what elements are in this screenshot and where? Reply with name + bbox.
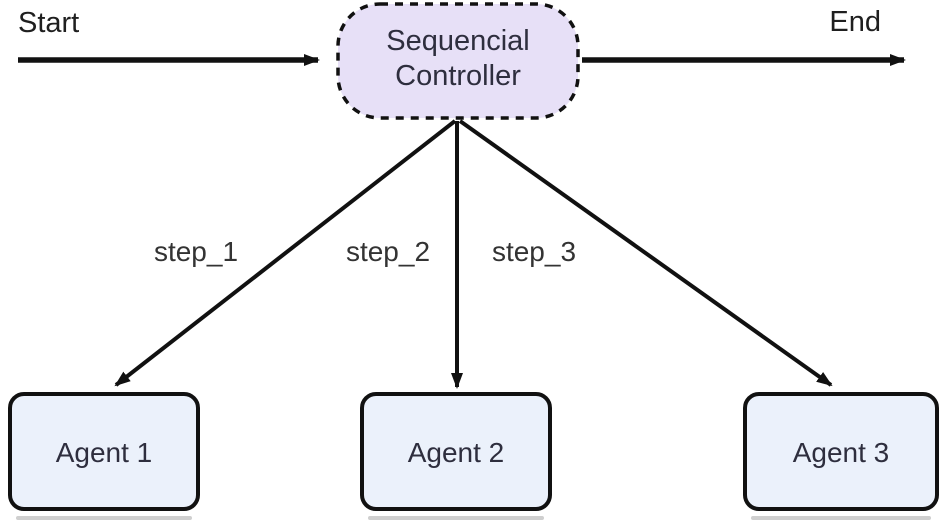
- edge-label-step-3: step_3: [492, 236, 576, 267]
- controller-label-line2: Controller: [395, 60, 521, 92]
- edge-step-1: [114, 119, 457, 387]
- agent-1-shape: [8, 392, 200, 511]
- agent-1-label: Agent 1: [56, 437, 153, 468]
- controller-shape: [336, 2, 580, 120]
- agent-3-shadow: [751, 516, 931, 520]
- agent-2-shadow: [368, 516, 544, 520]
- agent-3-shape: [743, 392, 939, 511]
- edge-step-3: [458, 119, 833, 387]
- agent-3-label: Agent 3: [793, 437, 890, 468]
- agent-2-shape: [360, 392, 552, 511]
- agent-2-label: Agent 2: [408, 437, 505, 468]
- end-label: End: [829, 6, 881, 38]
- edges-group: [18, 54, 906, 389]
- controller-node: Sequencial Controller: [336, 2, 580, 120]
- agent-1-node: Agent 1: [8, 392, 200, 520]
- agent-2-node: Agent 2: [360, 392, 552, 520]
- start-label: Start: [18, 7, 79, 39]
- agent-3-node: Agent 3: [743, 392, 939, 520]
- edge-label-step-2: step_2: [346, 236, 430, 267]
- controller-label-line1: Sequencial: [386, 25, 530, 57]
- agent-1-shadow: [16, 516, 192, 520]
- edge-label-step-1: step_1: [154, 236, 238, 267]
